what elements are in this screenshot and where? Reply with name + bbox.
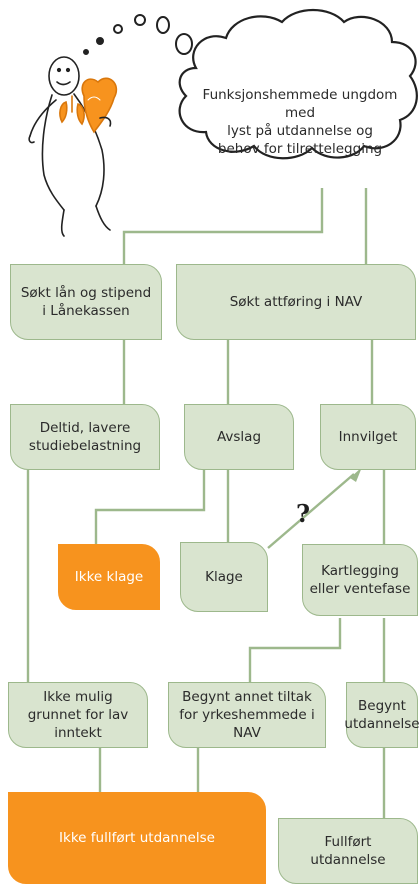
node-innvilget: Innvilget: [320, 404, 416, 470]
node-deltid: Deltid, lavere studiebelastning: [10, 404, 160, 470]
node-ikke-klage: Ikke klage: [58, 544, 160, 610]
node-ikke-fullfoert: Ikke fullført utdannelse: [8, 792, 266, 884]
cloud-line-3: behov for tilrettelegging: [217, 141, 383, 157]
node-avslag: Avslag: [184, 404, 294, 470]
node-begynt-utdannelse: Begynt utdannelse: [344, 682, 420, 748]
cloud-text: Funksjonshemmede ungdom med lyst på utda…: [188, 86, 412, 158]
node-kartlegging: Kartlegging eller ventefase: [302, 544, 418, 616]
figure-illustration: [28, 56, 118, 237]
node-soekt-attfoering: Søkt attføring i NAV: [176, 264, 416, 340]
node-ikke-mulig: Ikke mulig grunnet for lav inntekt: [8, 682, 148, 748]
arrowhead: [350, 467, 362, 482]
thought-cloud: [178, 9, 418, 160]
node-klage: Klage: [180, 542, 268, 612]
cloud-line-1: Funksjonshemmede ungdom med: [202, 87, 398, 121]
node-annet-tiltak: Begynt annet tiltak for yrkeshemmede i N…: [168, 682, 326, 748]
cloud-line-2: lyst på utdannelse og: [227, 123, 373, 139]
thought-bubbles: [83, 14, 193, 55]
question-mark: ?: [296, 499, 311, 528]
node-soekt-laan: Søkt lån og stipend i Lånekassen: [10, 264, 162, 340]
node-fullfoert: Fullført utdannelse: [278, 818, 418, 884]
connectors: [26, 188, 386, 818]
